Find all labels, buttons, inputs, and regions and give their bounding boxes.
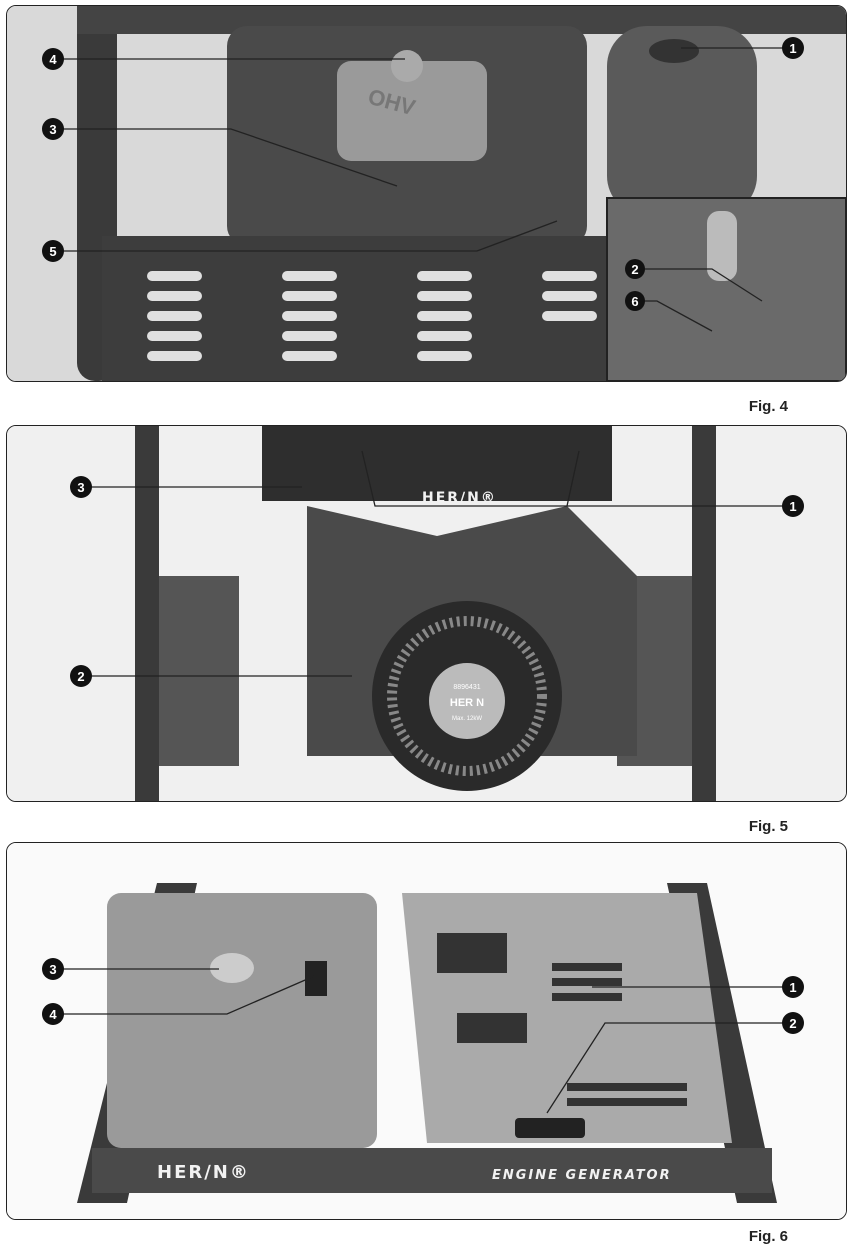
- valve-cover: [337, 61, 487, 161]
- svg-text:1: 1: [789, 980, 796, 995]
- svg-text:4: 4: [49, 52, 57, 67]
- svg-text:3: 3: [49, 122, 56, 137]
- serial-label: 8896431: [453, 684, 480, 691]
- callout-1: 1: [782, 976, 804, 998]
- callout-1: 1: [782, 495, 804, 517]
- figure-4-photo: OHV 1 4 3: [6, 5, 847, 382]
- cover-brand: HER N: [450, 697, 484, 709]
- carry-handle: [515, 1118, 585, 1138]
- muffler: [607, 26, 757, 216]
- callout-5: 5: [42, 240, 64, 262]
- svg-text:1: 1: [789, 41, 796, 56]
- engine-top-side-view: OHV 1 4 3: [7, 6, 846, 381]
- callout-4: 4: [42, 1003, 64, 1025]
- figure-5-caption: Fig. 5: [748, 818, 788, 835]
- callout-2: 2: [782, 1012, 804, 1034]
- generator-top-view: HER∕N® ENGINE GENERATOR 3 4 1 2: [7, 843, 846, 1219]
- callout-3: 3: [70, 476, 92, 498]
- svg-text:5: 5: [49, 244, 56, 259]
- fuel-gauge: [305, 961, 327, 996]
- fuel-cap: [210, 953, 254, 983]
- power-label: Max. 12kW: [452, 716, 482, 722]
- svg-text:3: 3: [77, 480, 84, 495]
- callout-4: 4: [42, 48, 64, 70]
- svg-text:4: 4: [49, 1007, 57, 1022]
- heron-logo: HER∕N®: [422, 490, 497, 506]
- svg-text:6: 6: [631, 294, 638, 309]
- figure-4-caption: Fig. 4: [748, 398, 788, 415]
- svg-text:2: 2: [77, 669, 84, 684]
- figure-6-photo: HER∕N® ENGINE GENERATOR 3 4 1 2: [6, 842, 847, 1220]
- callout-3: 3: [42, 958, 64, 980]
- callout-3: 3: [42, 118, 64, 140]
- frame-bar: [92, 1148, 772, 1193]
- figure-6-caption: Fig. 6: [748, 1228, 788, 1245]
- svg-text:1: 1: [789, 499, 796, 514]
- frame-heron-logo: HER∕N®: [157, 1162, 250, 1183]
- fuel-tank: [107, 893, 377, 1148]
- svg-text:2: 2: [789, 1016, 796, 1031]
- callout-1: 1: [782, 37, 804, 59]
- callout-2: 2: [625, 259, 645, 279]
- figure-5-photo: HER∕N® 8896431 HER N Max. 12kW 3 1 2: [6, 425, 847, 802]
- svg-text:3: 3: [49, 962, 56, 977]
- callout-2: 2: [70, 665, 92, 687]
- svg-text:2: 2: [631, 262, 638, 277]
- engine-generator-label: ENGINE GENERATOR: [492, 1168, 672, 1183]
- engine-front-view: HER∕N® 8896431 HER N Max. 12kW 3 1 2: [7, 426, 846, 801]
- callout-6: 6: [625, 291, 645, 311]
